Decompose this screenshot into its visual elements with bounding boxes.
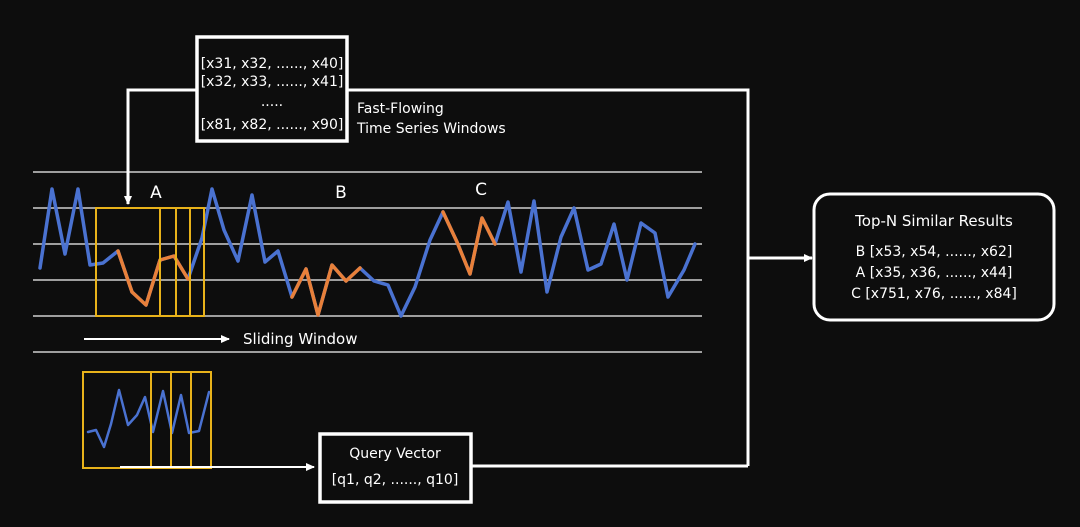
results-title: Top-N Similar Results [854,212,1013,230]
query-vector-box [318,432,473,504]
windows-line-3: ..... [261,94,283,110]
result-item: C [x751, x76, ......, x84] [851,286,1017,302]
label-a: A [150,183,162,203]
query-title: Query Vector [349,446,441,462]
connector-right-vertical [347,88,750,466]
window-frame [189,207,205,317]
window-frame [159,207,177,317]
query-window-frame [82,371,152,469]
result-item: B [x53, x54, ......, x62] [856,244,1013,260]
windows-line-4: [x81, x82, ......, x90] [201,117,344,133]
query-vector: [q1, q2, ......, q10] [332,472,459,488]
caption-line-1: Fast-Flowing [357,101,444,117]
windows-box [195,35,349,143]
caption-line-2: Time Series Windows [356,121,506,137]
sliding-window-frames [95,207,205,317]
sliding-window-label: Sliding Window [243,330,358,348]
match-segment-a [116,249,190,307]
label-b: B [335,183,347,203]
windows-line-2: [x32, x33, ......, x41] [201,74,344,90]
match-segment-b [290,263,362,317]
label-c: C [475,180,487,200]
query-series-line [86,388,211,449]
query-mini-chart [82,371,212,469]
results-box [812,192,1056,322]
windows-line-1: [x31, x32, ......, x40] [201,56,344,72]
connector-box-to-window [124,88,197,205]
match-segment-c [441,210,497,276]
result-item: A [x35, x36, ......, x44] [856,265,1013,281]
matched-segments [116,210,497,317]
